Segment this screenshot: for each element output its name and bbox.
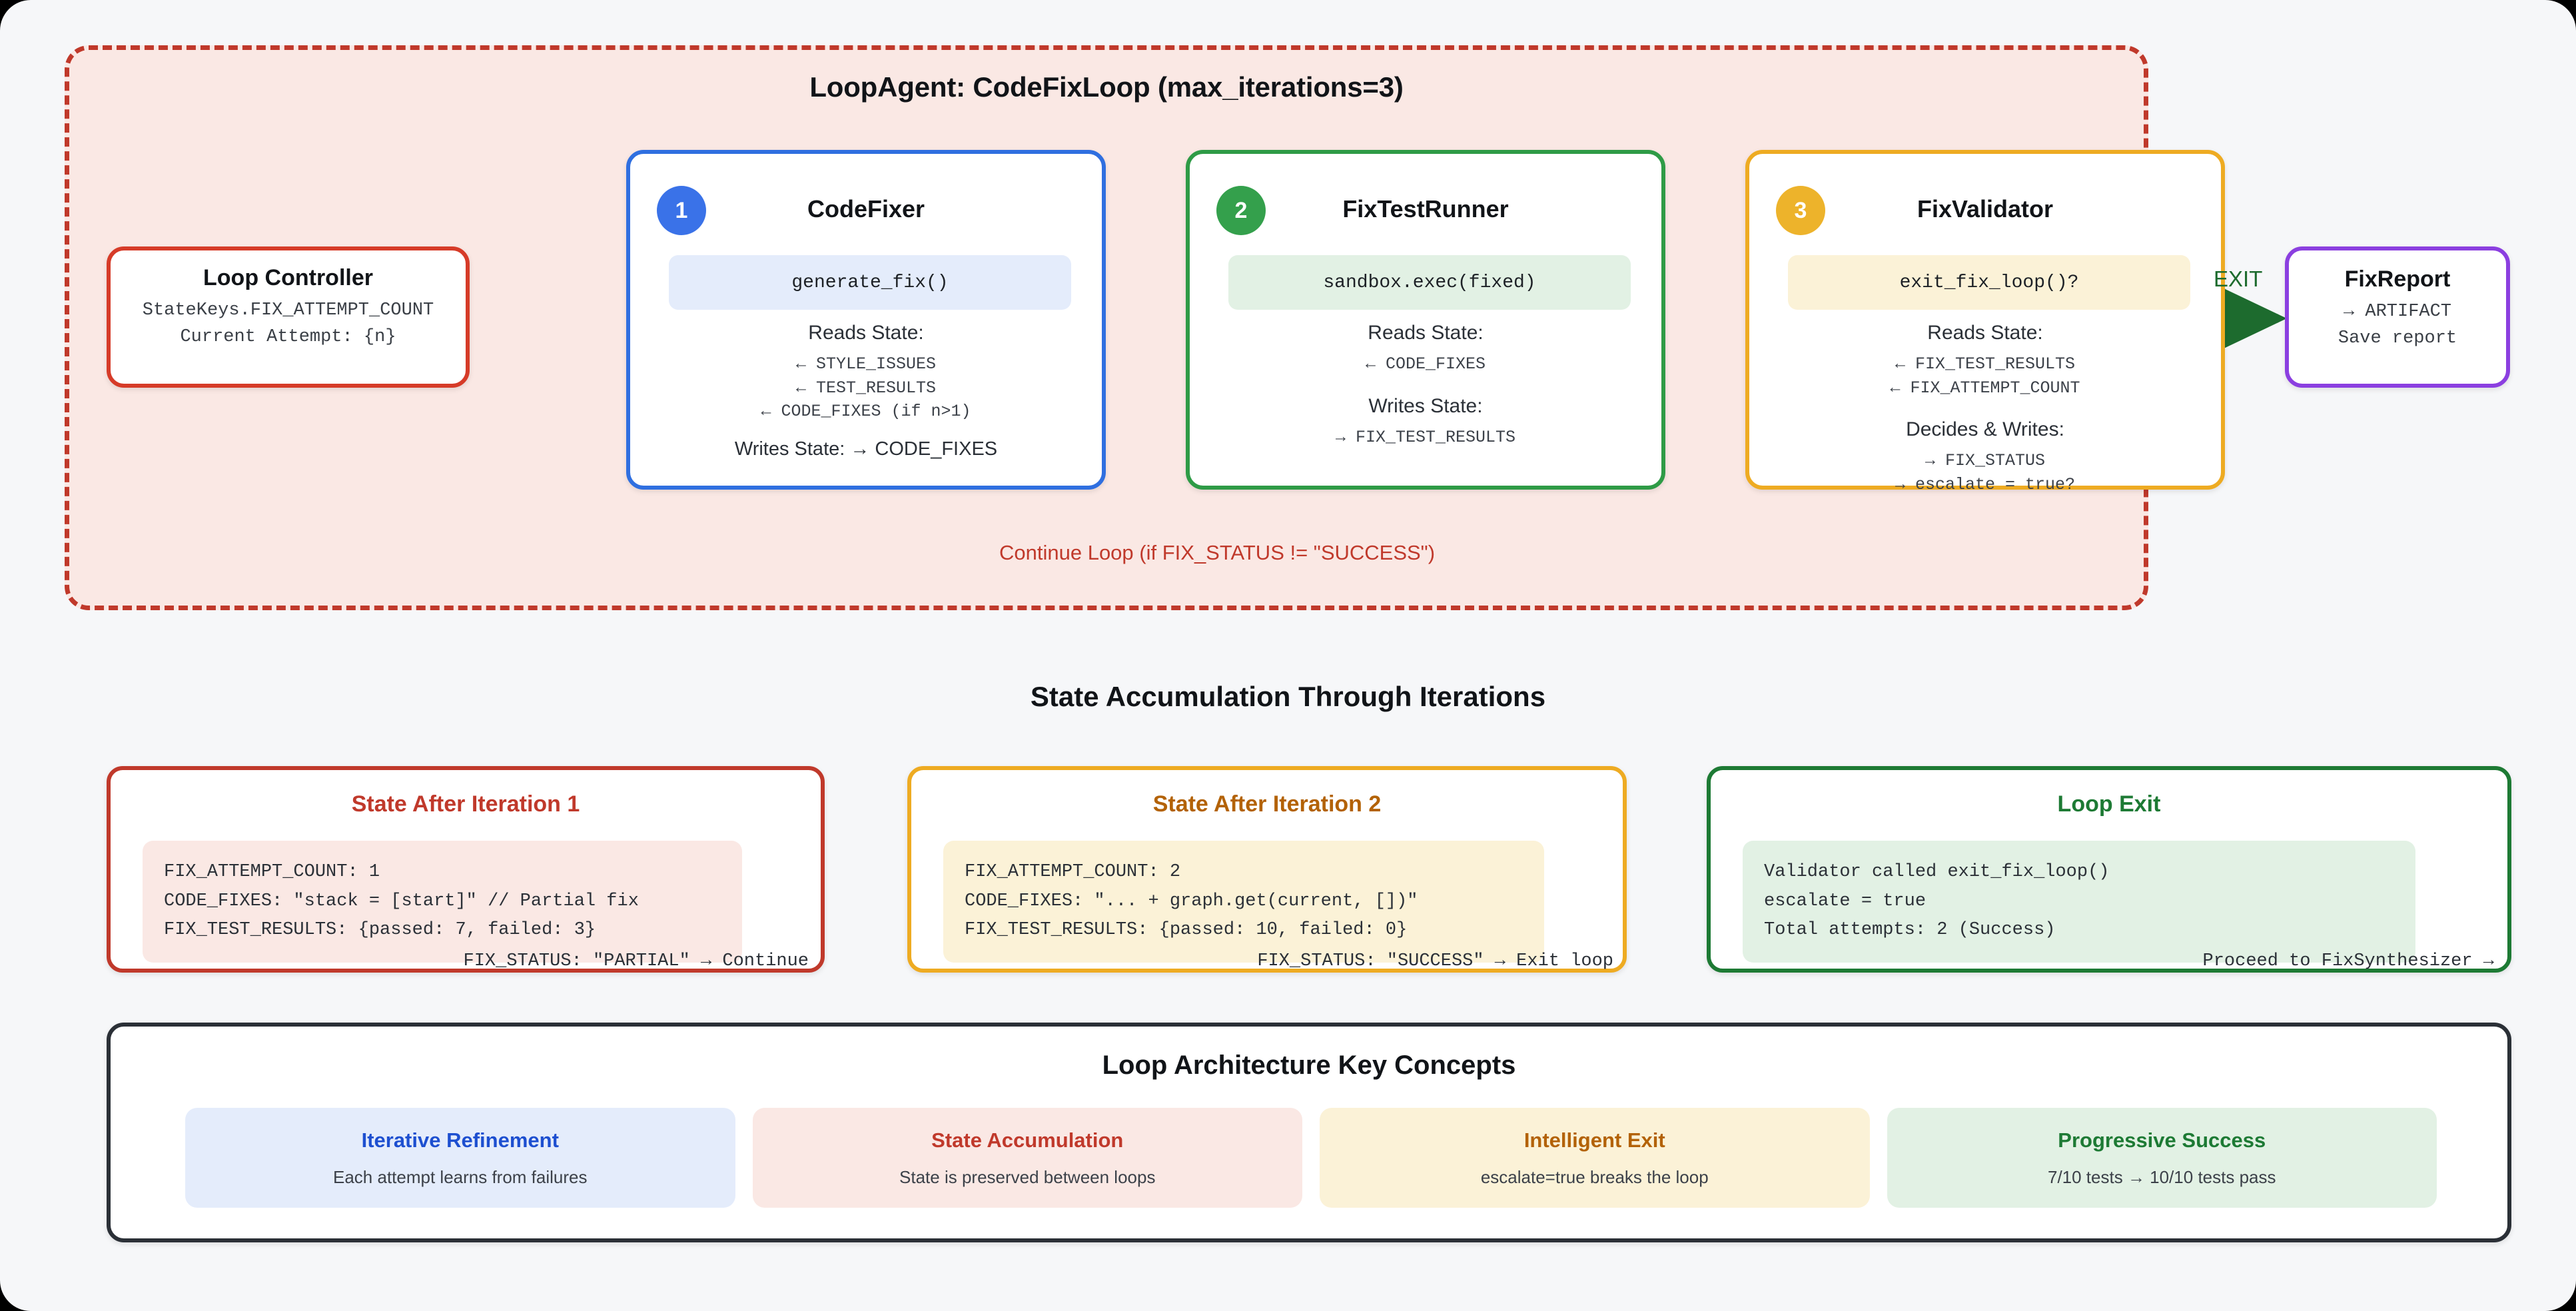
state-card-body: Validator called exit_fix_loop() escalat… bbox=[1743, 841, 2415, 963]
reads-state-item: ← FIX_TEST_RESULTS bbox=[1895, 354, 2076, 374]
concept-title: State Accumulation bbox=[931, 1128, 1124, 1152]
state-line: escalate = true bbox=[1764, 891, 1927, 911]
reads-state-item: ← TEST_RESULTS bbox=[795, 378, 937, 398]
writes-state-heading: Writes State: bbox=[1368, 394, 1483, 417]
continue-loop-label: Continue Loop (if FIX_STATUS != "SUCCESS… bbox=[999, 541, 1436, 564]
concept-card-state-accumulation[interactable]: State Accumulation State is preserved be… bbox=[752, 1108, 1302, 1208]
fix-report-node[interactable]: FixReport → ARTIFACT Save report bbox=[2285, 246, 2510, 388]
agent-title: CodeFixer bbox=[807, 195, 925, 222]
reads-state-item: ← CODE_FIXES (if n>1) bbox=[761, 402, 971, 421]
key-concepts-row: Iterative Refinement Each attempt learns… bbox=[185, 1108, 2437, 1208]
state-line: FIX_TEST_RESULTS: {passed: 7, failed: 3} bbox=[164, 920, 596, 941]
agent-code-pill: exit_fix_loop()? bbox=[1788, 255, 2190, 310]
state-card-title: State After Iteration 2 bbox=[1152, 791, 1382, 817]
writes-state-item: → FIX_STATUS bbox=[1925, 451, 2046, 470]
concept-title: Progressive Success bbox=[2058, 1128, 2266, 1152]
state-card-loop-exit[interactable]: Loop Exit Validator called exit_fix_loop… bbox=[1707, 766, 2511, 973]
state-card-footer: Proceed to FixSynthesizer → bbox=[2202, 951, 2494, 971]
state-line: CODE_FIXES: "... + graph.get(current, []… bbox=[965, 891, 1418, 911]
state-card-footer: FIX_STATUS: "SUCCESS" → Exit loop bbox=[1257, 951, 1613, 971]
state-line: Total attempts: 2 (Success) bbox=[1764, 920, 2056, 941]
state-line: FIX_TEST_RESULTS: {passed: 10, failed: 0… bbox=[965, 920, 1408, 941]
concept-description: 7/10 tests → 10/10 tests pass bbox=[2047, 1166, 2276, 1187]
reads-state-item: ← STYLE_ISSUES bbox=[795, 354, 937, 374]
fix-report-artifact: → ARTIFACT bbox=[2343, 302, 2452, 322]
writes-state-item: → FIX_TEST_RESULTS bbox=[1335, 427, 1516, 447]
concept-description: Each attempt learns from failures bbox=[333, 1166, 588, 1187]
reads-state-item: ← FIX_ATTEMPT_COUNT bbox=[1890, 378, 2080, 398]
reads-state-item: ← CODE_FIXES bbox=[1365, 354, 1486, 374]
agent-body: Reads State: ← FIX_TEST_RESULTS ← FIX_AT… bbox=[1749, 322, 2221, 496]
agent-step-badge: 1 bbox=[657, 186, 706, 235]
agent-node-fixtestrunner[interactable]: 2 FixTestRunner sandbox.exec(fixed) Read… bbox=[1186, 150, 1665, 490]
concept-title: Iterative Refinement bbox=[361, 1128, 559, 1152]
loop-controller-state-key: StateKeys.FIX_ATTEMPT_COUNT bbox=[142, 300, 434, 320]
state-card-iteration-2[interactable]: State After Iteration 2 FIX_ATTEMPT_COUN… bbox=[907, 766, 1627, 973]
fix-report-title: FixReport bbox=[2344, 266, 2451, 292]
loop-controller-title: Loop Controller bbox=[203, 265, 373, 290]
concept-card-progressive-success[interactable]: Progressive Success 7/10 tests → 10/10 t… bbox=[1887, 1108, 2437, 1208]
agent-title: FixValidator bbox=[1917, 195, 2054, 222]
loop-controller-node[interactable]: Loop Controller StateKeys.FIX_ATTEMPT_CO… bbox=[107, 246, 470, 388]
agent-node-codefixer[interactable]: 1 CodeFixer generate_fix() Reads State: … bbox=[626, 150, 1106, 490]
key-concepts-title: Loop Architecture Key Concepts bbox=[1102, 1051, 1516, 1080]
agent-code-pill: generate_fix() bbox=[669, 255, 1071, 310]
state-card-body: FIX_ATTEMPT_COUNT: 2 CODE_FIXES: "... + … bbox=[943, 841, 1544, 963]
state-accumulation-heading: State Accumulation Through Iterations bbox=[1030, 681, 1546, 712]
agent-body: Reads State: ← CODE_FIXES Writes State: … bbox=[1190, 322, 1661, 449]
state-card-title: State After Iteration 1 bbox=[351, 791, 580, 817]
concept-card-iterative-refinement[interactable]: Iterative Refinement Each attempt learns… bbox=[185, 1108, 735, 1208]
agent-code-pill: sandbox.exec(fixed) bbox=[1228, 255, 1631, 310]
writes-state-item: → escalate = true? bbox=[1895, 474, 2076, 494]
writes-state-heading: Decides & Writes: bbox=[1906, 418, 2064, 440]
spacer bbox=[1190, 376, 1661, 395]
reads-state-heading: Reads State: bbox=[1927, 322, 2043, 344]
agent-node-fixvalidator[interactable]: 3 FixValidator exit_fix_loop()? Reads St… bbox=[1745, 150, 2225, 494]
loop-controller-attempt: Current Attempt: {n} bbox=[180, 327, 396, 347]
fix-report-action: Save report bbox=[2338, 328, 2457, 348]
concept-card-intelligent-exit[interactable]: Intelligent Exit escalate=true breaks th… bbox=[1320, 1108, 1870, 1208]
concept-description: escalate=true breaks the loop bbox=[1480, 1166, 1709, 1187]
concept-title: Intelligent Exit bbox=[1523, 1128, 1665, 1152]
spacer bbox=[1749, 400, 2221, 418]
state-line: Validator called exit_fix_loop() bbox=[1764, 862, 2110, 882]
agent-body: Reads State: ← STYLE_ISSUES ← TEST_RESUL… bbox=[630, 322, 1102, 460]
state-line: CODE_FIXES: "stack = [start]" // Partial… bbox=[164, 891, 639, 911]
state-line: FIX_ATTEMPT_COUNT: 2 bbox=[965, 862, 1181, 882]
state-card-body: FIX_ATTEMPT_COUNT: 1 CODE_FIXES: "stack … bbox=[143, 841, 742, 963]
exit-label: EXIT bbox=[2214, 266, 2263, 291]
reads-state-heading: Reads State: bbox=[808, 322, 924, 344]
writes-state-inline: Writes State: → CODE_FIXES bbox=[734, 438, 998, 460]
agent-step-badge: 3 bbox=[1776, 186, 1825, 235]
key-concepts-panel: Loop Architecture Key Concepts Iterative… bbox=[107, 1023, 2511, 1242]
agent-step-badge: 2 bbox=[1216, 186, 1266, 235]
state-card-footer: FIX_STATUS: "PARTIAL" → Continue bbox=[463, 951, 809, 971]
state-card-title: Loop Exit bbox=[2057, 791, 2161, 817]
concept-description: State is preserved between loops bbox=[899, 1166, 1156, 1187]
reads-state-heading: Reads State: bbox=[1368, 322, 1484, 344]
state-card-iteration-1[interactable]: State After Iteration 1 FIX_ATTEMPT_COUN… bbox=[107, 766, 825, 973]
loop-agent-title: LoopAgent: CodeFixLoop (max_iterations=3… bbox=[809, 71, 1404, 103]
state-line: FIX_ATTEMPT_COUNT: 1 bbox=[164, 862, 380, 882]
agent-title: FixTestRunner bbox=[1342, 195, 1509, 222]
